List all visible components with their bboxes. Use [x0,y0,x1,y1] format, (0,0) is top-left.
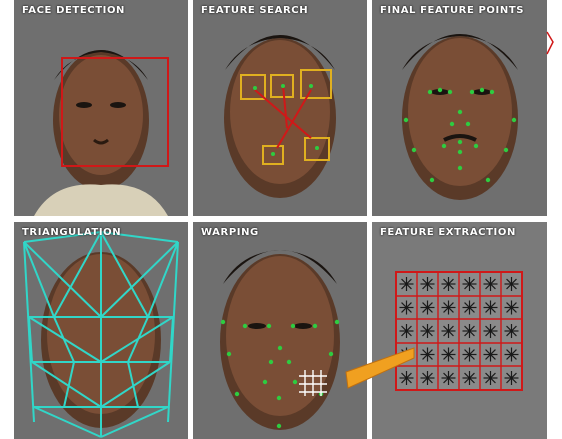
panel-label: TRIANGULATION [22,227,122,238]
panel-label: WARPING [201,227,259,238]
pipeline-figure: FACE DETECTION FEATURE [14,0,547,439]
panel-feature-search: FEATURE SEARCH [193,0,367,216]
extraction-arrow [345,347,415,389]
gabor-jets [399,277,519,385]
panel-label: FEATURE EXTRACTION [380,227,516,238]
triangulation-mesh [23,230,179,438]
panel-warping: WARPING [193,222,367,439]
gabor-grid [395,271,523,391]
panel-triangulation: TRIANGULATION [14,222,188,439]
panel-label: FACE DETECTION [22,5,126,16]
panel-face-detection: FACE DETECTION [14,0,188,216]
panel-feature-extraction: FEATURE EXTRACTION [372,222,547,439]
sample-grid [299,370,327,396]
face-photo-1 [34,50,169,216]
face-photo-5 [220,250,340,430]
search-boxes [240,69,332,165]
face-photo-4 [23,230,179,438]
panel-final-feature-points: FINAL FEATURE POINTS [372,0,547,216]
search-paths [254,84,312,149]
face-photo-3 [402,34,518,200]
detection-box [61,57,169,167]
feature-points [403,87,517,183]
face-photo-2 [224,35,336,198]
panel-label: FINAL FEATURE POINTS [380,5,525,16]
edge-mark [546,31,554,55]
panel-label: FEATURE SEARCH [201,5,309,16]
warped-feature-points [220,319,340,429]
